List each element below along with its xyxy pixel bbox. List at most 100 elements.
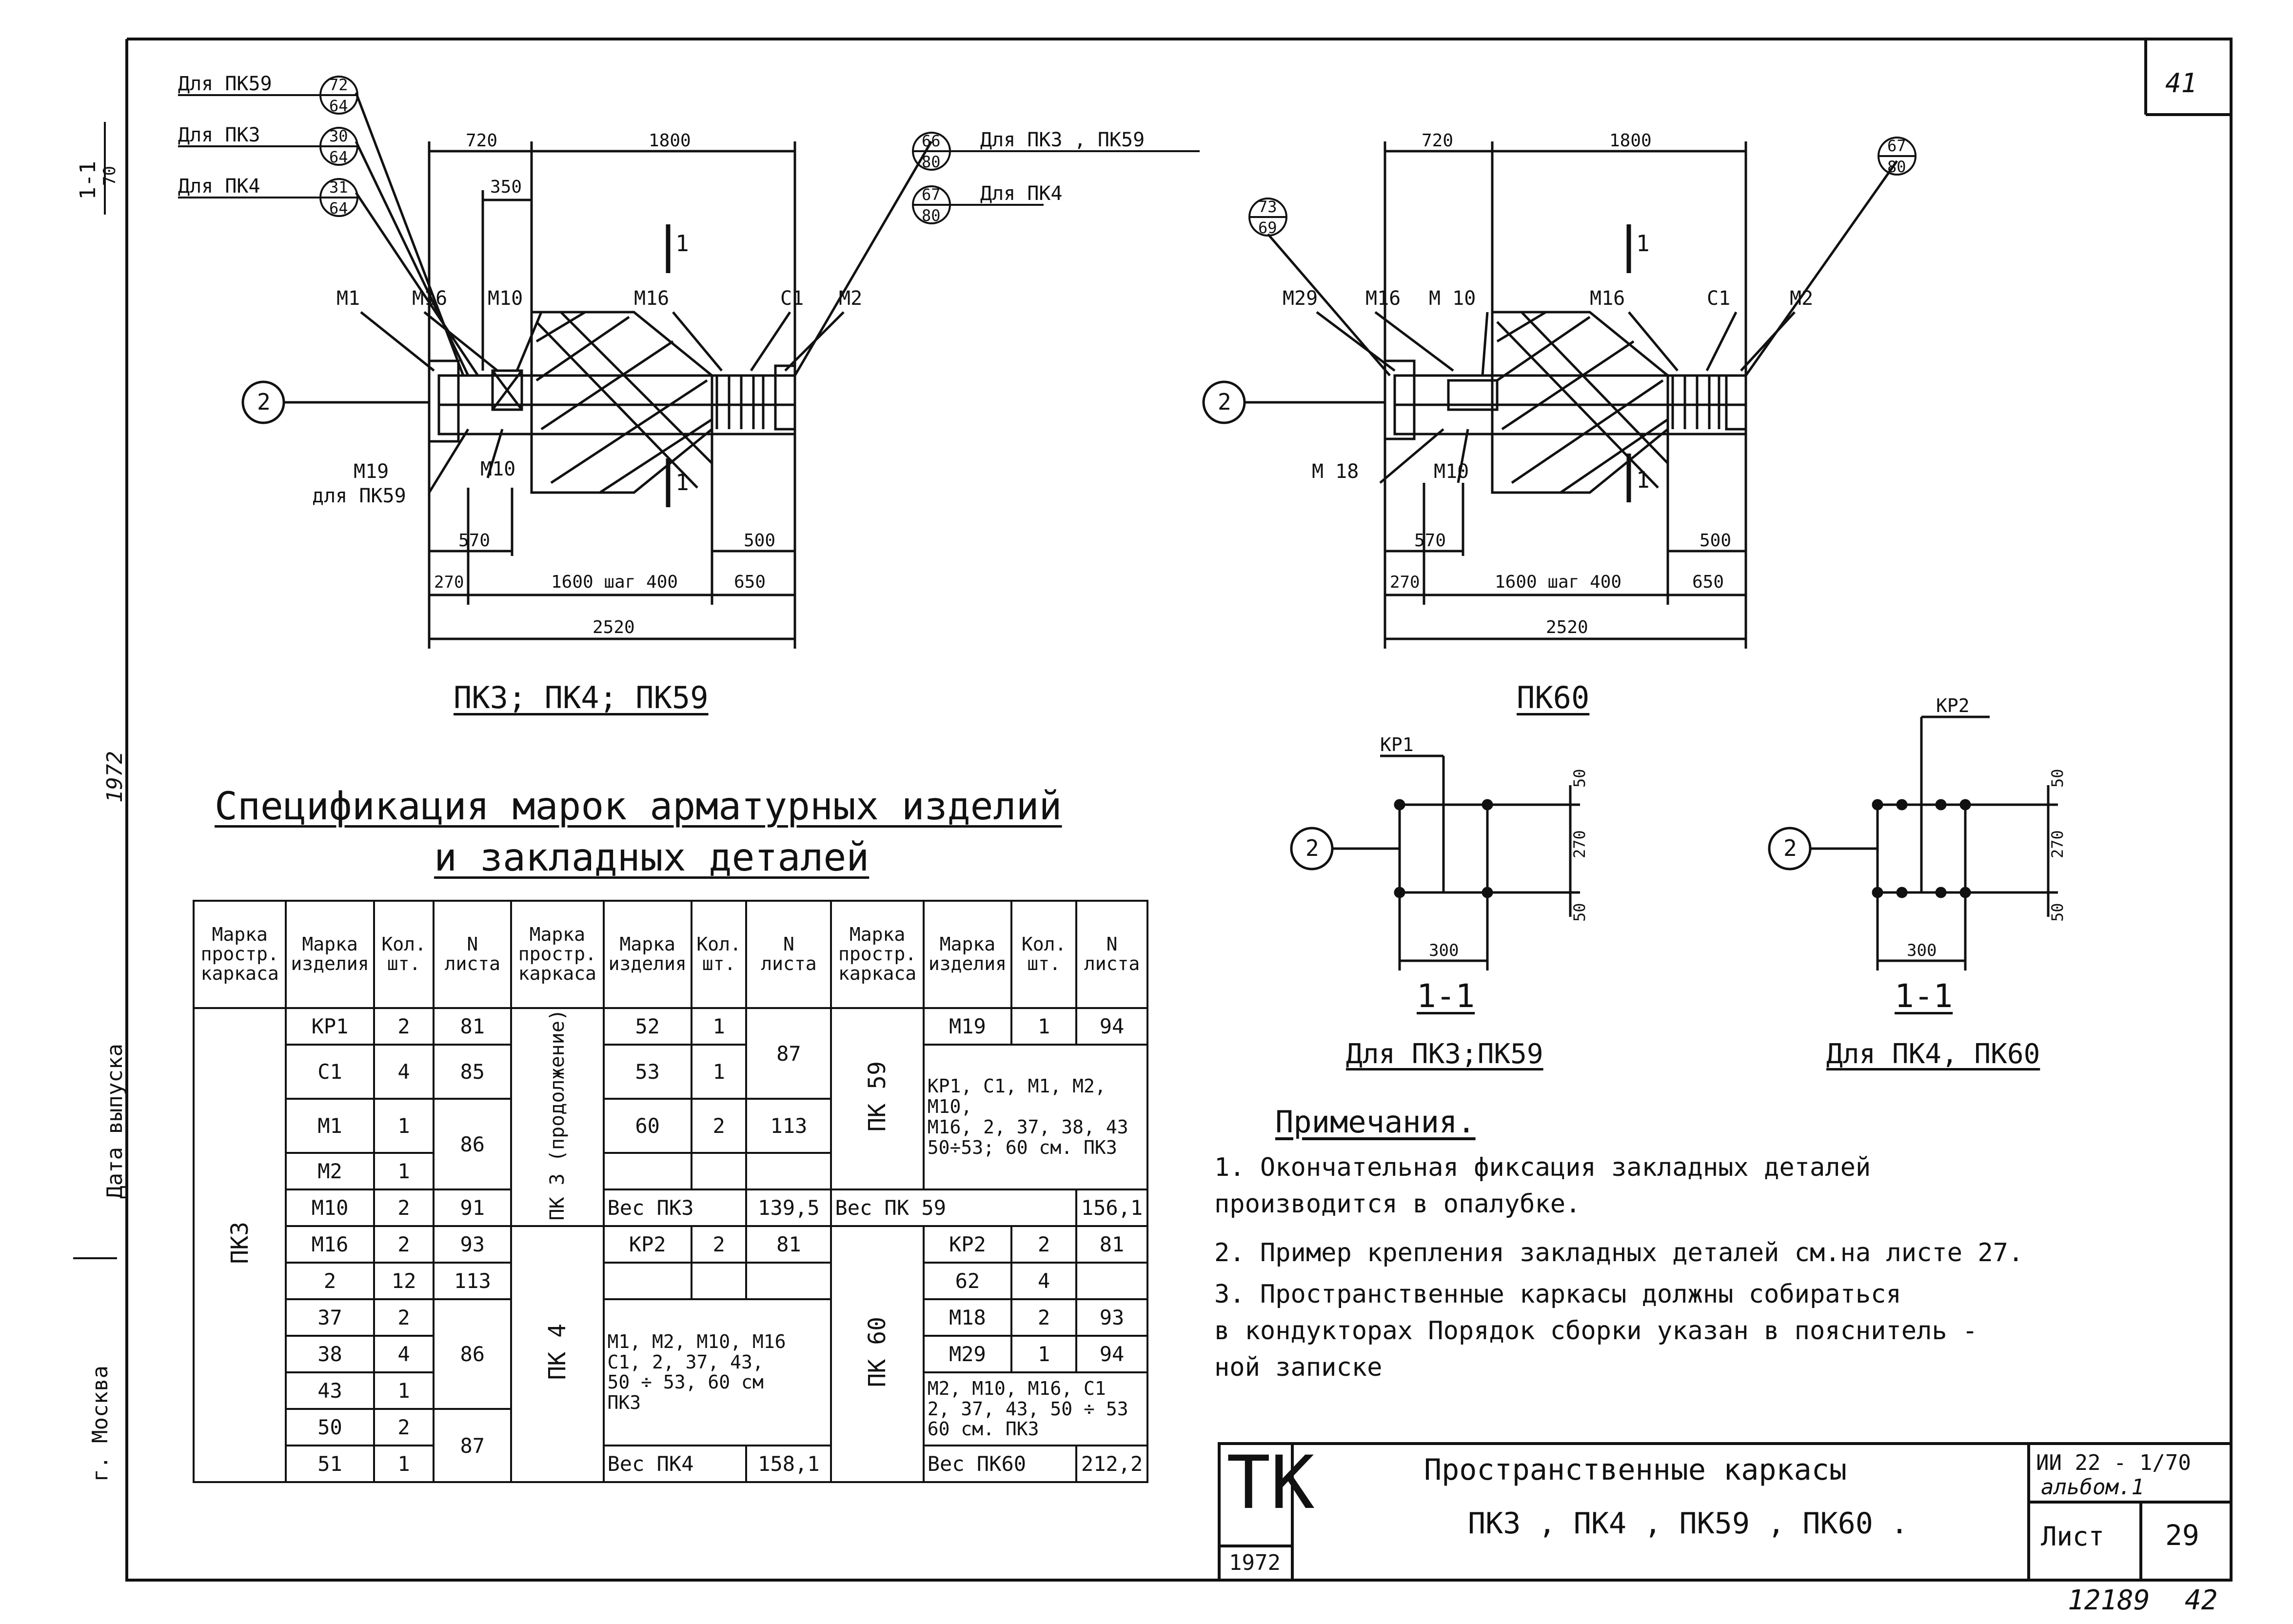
cell-sheet: 81 [745, 1225, 832, 1264]
svg-text:30: 30 [329, 127, 348, 145]
svg-text:для ПК59: для ПК59 [312, 485, 406, 507]
svg-text:М10: М10 [480, 458, 515, 480]
svg-text:350: 350 [490, 177, 522, 197]
cell-sheet: 113 [745, 1098, 832, 1154]
svg-text:500: 500 [744, 531, 775, 551]
svg-text:31: 31 [329, 178, 348, 197]
svg-text:2: 2 [257, 389, 271, 415]
cell-qty: 12 [373, 1262, 435, 1301]
svg-text:М10: М10 [1434, 460, 1469, 483]
header-item-mark: Марка изделия [285, 900, 375, 1009]
svg-text:1: 1 [675, 230, 689, 257]
svg-text:50: 50 [2048, 903, 2067, 922]
svg-text:М 18: М 18 [1312, 460, 1359, 483]
table-row: М1 1 86 60 2 113 [194, 1098, 1147, 1191]
section-kr1-caption: Для ПК3;ПК59 [1346, 1038, 1543, 1070]
cell-qty: 1 [373, 1445, 435, 1484]
svg-text:1600 шаг 400: 1600 шаг 400 [1495, 572, 1621, 592]
table-row: М10 2 91 Вес ПК3 139,5 Вес ПК 59 156,1 [194, 1188, 1148, 1228]
ref-label-pk4-right: Для ПК4 [980, 182, 1063, 205]
cell-mark: М16 [285, 1225, 375, 1264]
table-header-row: Марка простр. каркаса Марка изделия Кол.… [192, 900, 1148, 1009]
cell-qty: 2 [690, 1098, 748, 1154]
stamp-title-2: ПК3 , ПК4 , ПК59 , ПК60 . [1468, 1506, 1909, 1541]
cell-sheet: 81 [1075, 1225, 1148, 1264]
cell-mark: КР1 [285, 1007, 375, 1046]
note-line-4: 3. Пространственные каркасы должны собир… [1214, 1280, 1901, 1309]
right-drawing-caption: ПК60 [1517, 680, 1590, 715]
right-drawing-labels: 720 1800 67 80 73 69 М29 М16 М 10 М16 С1… [1218, 131, 1906, 637]
weight-pk4: 158,1 [745, 1445, 832, 1484]
svg-text:1800: 1800 [649, 131, 691, 151]
cell-sheet: 93 [433, 1225, 513, 1264]
note-line-5: в кондукторах Порядок сборки указан в по… [1214, 1316, 1978, 1346]
svg-text:570: 570 [458, 531, 490, 551]
cell-mark: 62 [922, 1262, 1013, 1301]
stamp-code-2: альбом.1 [2041, 1475, 2144, 1500]
ref-label-pk59: Для ПК59 [178, 73, 272, 95]
weight-label-pk59: Вес ПК 59 [830, 1188, 1078, 1228]
svg-text:80: 80 [922, 153, 941, 171]
stamp-sheet-label: Лист [2041, 1521, 2105, 1552]
header-qty: Кол. шт. [373, 900, 435, 1009]
svg-text:300: 300 [1907, 941, 1937, 960]
svg-text:С1: С1 [780, 287, 804, 310]
cell-qty: 2 [373, 1188, 435, 1228]
cell-empty [745, 1262, 832, 1301]
stamp-frame [1218, 1442, 2233, 1582]
svg-text:66: 66 [922, 132, 941, 150]
svg-text:М29: М29 [1283, 287, 1318, 310]
weight-pk60: 212,2 [1075, 1445, 1148, 1484]
cell-sheet: 85 [433, 1043, 513, 1100]
svg-text:67: 67 [922, 185, 941, 204]
svg-text:КР1: КР1 [1380, 734, 1414, 755]
cell-mark: 38 [285, 1335, 375, 1374]
cell-empty [602, 1262, 692, 1301]
svg-text:КР2: КР2 [1936, 695, 1970, 716]
weight-label-pk3: Вес ПК3 [602, 1188, 748, 1228]
header-sheet: N листа [1075, 900, 1148, 1009]
cell-empty [745, 1152, 832, 1191]
cell-sheet: 87 [433, 1408, 513, 1484]
cell-qty: 1 [1010, 1007, 1078, 1046]
cell-mark: 2 [285, 1262, 375, 1301]
svg-text:67: 67 [1887, 137, 1906, 155]
svg-text:73: 73 [1258, 198, 1277, 216]
frame-pk4: ПК 4 [510, 1225, 605, 1484]
right-frame-drawing [1202, 141, 1898, 649]
svg-text:50: 50 [1570, 769, 1589, 788]
frame-pk3-cont: ПК 3 (продолжение) [510, 1007, 605, 1228]
cell-mark: 37 [285, 1298, 375, 1337]
cell-mark: М19 [922, 1007, 1013, 1046]
cell-mark: 60 [602, 1098, 692, 1154]
cell-empty [690, 1262, 748, 1301]
cell-qty: 2 [1010, 1225, 1078, 1264]
side-strip-lines [73, 122, 117, 1259]
cell-empty [690, 1152, 748, 1191]
cell-mark: 52 [602, 1007, 692, 1046]
header-sheet: N листа [433, 900, 513, 1009]
weight-pk3: 139,5 [745, 1188, 832, 1228]
header-qty: Кол. шт. [690, 900, 748, 1009]
note-line-3: 2. Пример крепления закладных деталей см… [1214, 1238, 2024, 1268]
svg-text:270: 270 [434, 573, 464, 592]
svg-text:650: 650 [734, 572, 766, 592]
cell-qty: 1 [373, 1098, 435, 1154]
ref-label-pk3: Для ПК3 [178, 124, 260, 146]
svg-text:М16: М16 [1590, 287, 1625, 310]
section-labels: КР1 2 50 270 50 300 КР2 2 50 270 50 300 [1305, 695, 2067, 960]
side-place: г. Москва [88, 1366, 113, 1482]
spec-title-line1: Спецификация марок арматурных изделий [215, 785, 1062, 829]
cell-mark: 51 [285, 1445, 375, 1484]
stamp-sheet-number: 29 [2165, 1519, 2199, 1552]
cell-qty: 1 [690, 1043, 748, 1100]
svg-text:1800: 1800 [1609, 131, 1652, 151]
cell-qty: 2 [373, 1007, 435, 1046]
svg-text:64: 64 [329, 148, 348, 166]
header-item-mark: Марка изделия [602, 900, 692, 1009]
